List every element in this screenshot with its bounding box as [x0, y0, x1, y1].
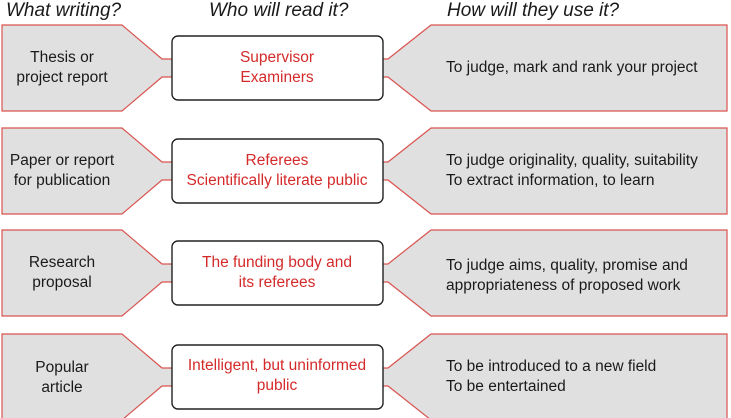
readers-box [171, 35, 384, 101]
readers-box [171, 240, 384, 306]
header-who-will-read: Who will read it? [209, 0, 349, 21]
readers-box [171, 344, 384, 410]
readers-box [171, 138, 384, 204]
use-label: To judge originality, quality, suitabili… [446, 152, 698, 189]
use-label: To judge, mark and rank your project [446, 59, 698, 76]
header-what-writing: What writing? [6, 0, 122, 21]
header-how-will-use: How will they use it? [447, 0, 620, 21]
